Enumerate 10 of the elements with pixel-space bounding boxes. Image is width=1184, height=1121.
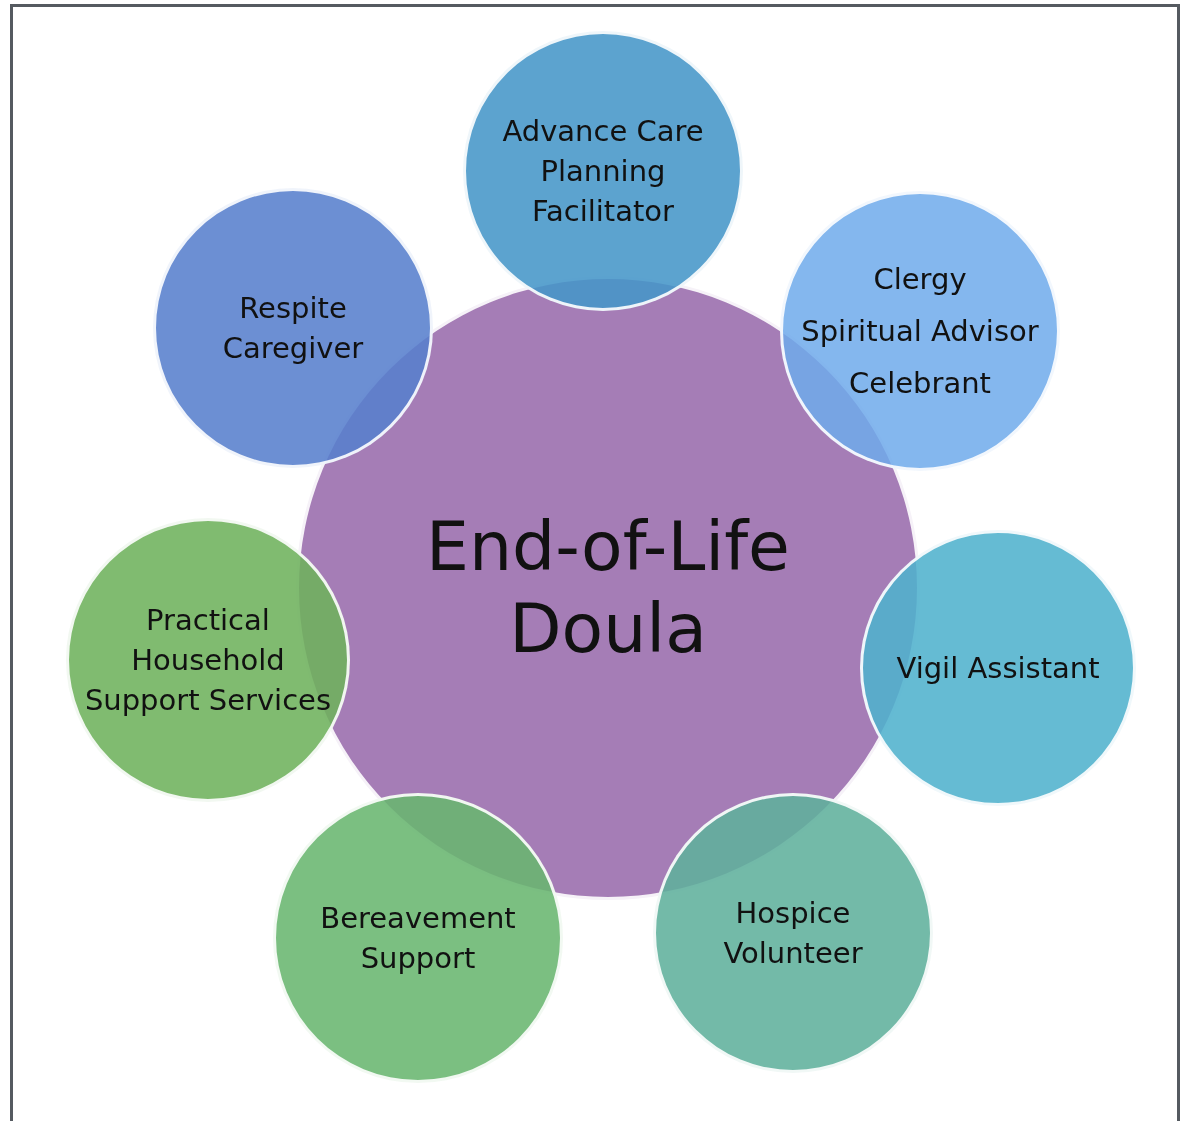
node-label: Bereavement Support [319,900,517,977]
node-label: Celebrant [848,365,992,402]
node-label: Vigil Assistant [895,650,1101,687]
node-label: Clergy [872,261,968,298]
node-label: Practical Household Support Services [83,602,333,719]
node-label: Hospice Volunteer [722,895,864,972]
node-label: Spiritual Advisor [800,313,1040,350]
node-label: Respite Caregiver [221,290,365,367]
node-label: Advance Care Planning Facilitator [501,113,705,230]
node-label: End-of-Life Doula [425,506,791,670]
